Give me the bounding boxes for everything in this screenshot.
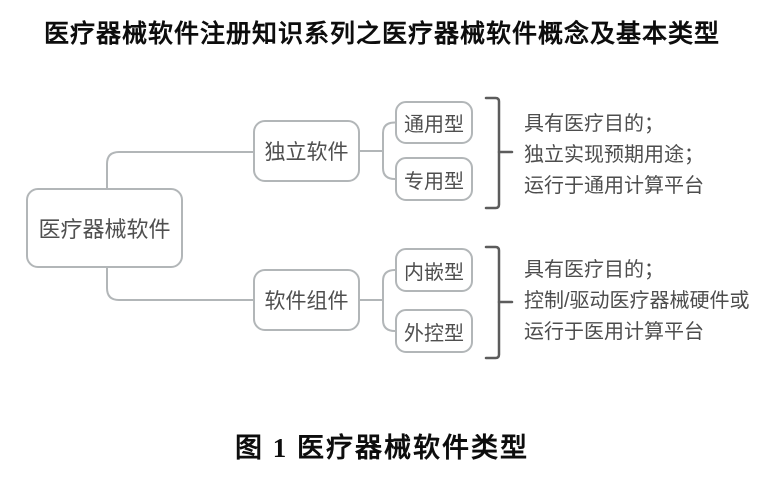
note-line: 独立实现预期用途；: [524, 144, 704, 166]
connector-root-to-component: [106, 267, 254, 301]
branch-box-software-component: 软件组件: [253, 269, 360, 331]
connector-root-to-standalone: [106, 151, 254, 189]
note-line: 具有医疗目的；: [524, 259, 664, 281]
root-box-label: 医疗器械软件: [38, 217, 171, 242]
connector-standalone-split: [382, 121, 396, 180]
branch-box-standalone-software: 独立软件: [253, 120, 360, 182]
leaf-box-label: 专用型: [404, 170, 464, 193]
page-title: 医疗器械软件注册知识系列之医疗器械软件概念及基本类型: [43, 21, 720, 48]
leaf-box-special-type: 专用型: [395, 157, 473, 201]
note-line: 控制/驱动医疗器械硬件或: [524, 290, 750, 312]
note-line: 运行于通用计算平台: [524, 175, 704, 197]
leaf-box-label: 外控型: [404, 322, 464, 345]
leaf-box-embedded-type: 内嵌型: [395, 248, 473, 292]
software-component-notes: 具有医疗目的； 控制/驱动医疗器械硬件或 运行于医用计算平台: [524, 255, 750, 348]
leaf-box-external-control-type: 外控型: [395, 309, 473, 353]
branch-box-label: 软件组件: [264, 290, 349, 313]
leaf-box-label: 通用型: [404, 114, 464, 136]
connector-component-split: [382, 269, 396, 332]
note-line: 具有医疗目的；: [524, 113, 664, 135]
bracket-bottom: [484, 245, 501, 360]
leaf-box-label: 内嵌型: [404, 261, 464, 284]
leaf-box-general-type: 通用型: [395, 101, 473, 144]
figure-caption: 图 1 医疗器械软件类型: [235, 433, 529, 463]
branch-box-label: 独立软件: [264, 141, 349, 164]
bracket-top: [484, 96, 501, 210]
root-box: 医疗器械软件: [26, 188, 183, 268]
note-line: 运行于医用计算平台: [524, 321, 704, 343]
standalone-software-notes: 具有医疗目的； 独立实现预期用途； 运行于通用计算平台: [524, 109, 704, 202]
